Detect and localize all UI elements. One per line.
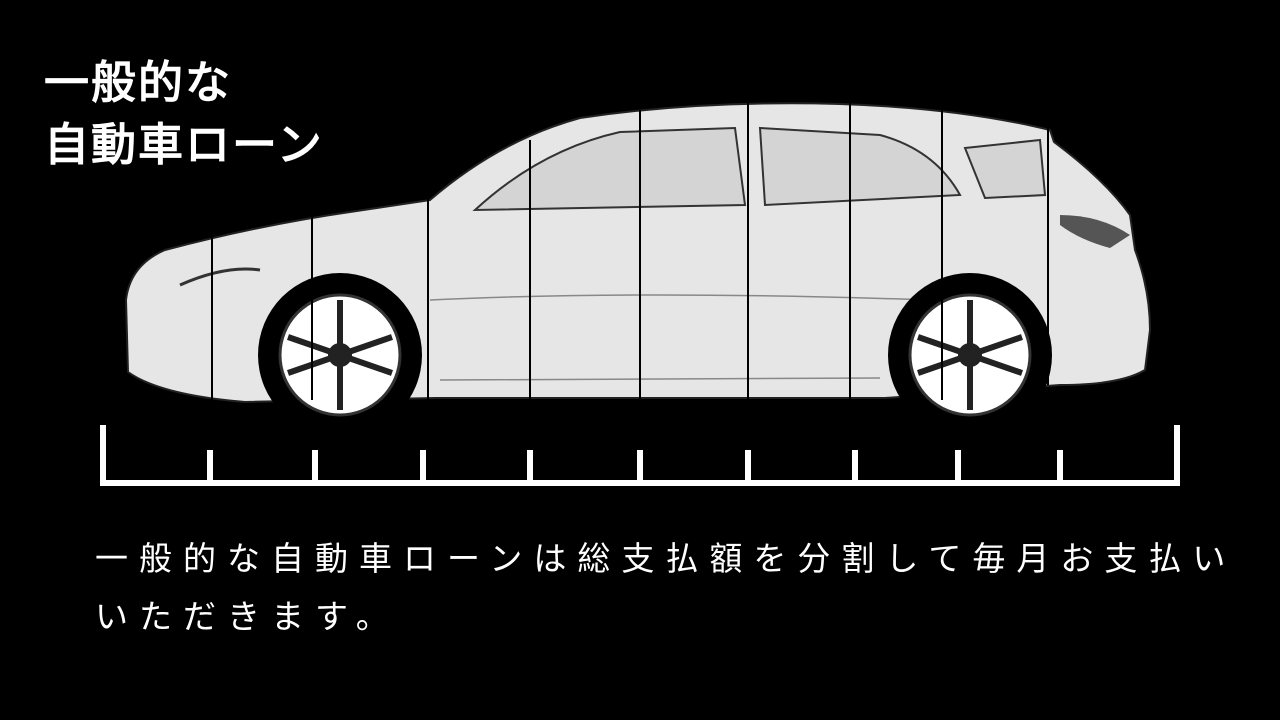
taillight	[1060, 215, 1130, 248]
title-line-2: 自動車ローン	[44, 118, 324, 171]
page-title: 一般的な 自動車ローン	[44, 52, 324, 176]
description-line-2: いただきます。	[95, 597, 400, 636]
title-line-1: 一般的な	[44, 56, 233, 109]
body-lines	[429, 294, 931, 381]
ruler	[100, 425, 1180, 486]
front-wheel	[258, 273, 422, 437]
segment-dividers	[211, 100, 1049, 400]
description-line-1: 一般的な自動車ローンは総支払額を分割して毎月お支払い	[95, 539, 1237, 578]
description: 一般的な自動車ローンは総支払額を分割して毎月お支払い いただきます。	[95, 530, 1236, 646]
rear-wheel	[888, 273, 1052, 437]
car-windows	[472, 126, 1047, 212]
headlight	[179, 267, 261, 287]
